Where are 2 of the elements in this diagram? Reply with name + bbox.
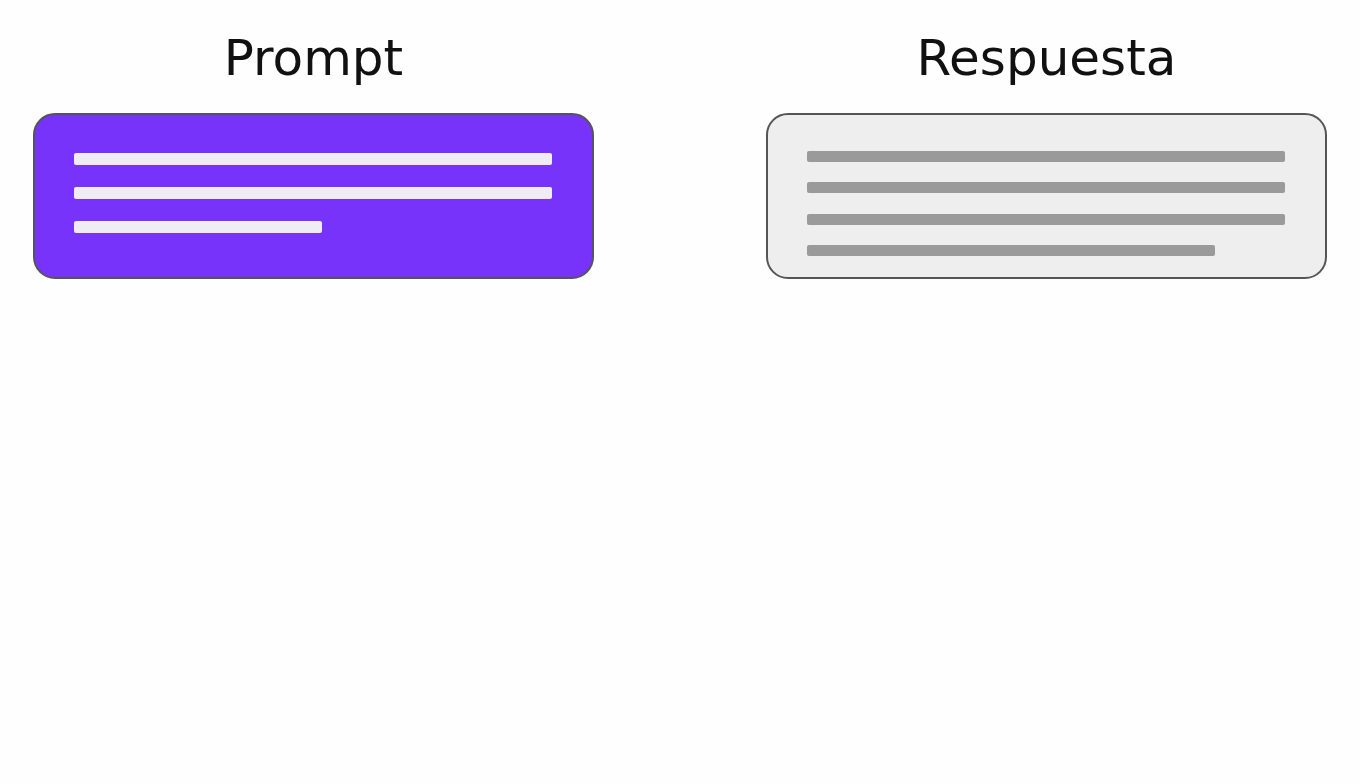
heading-text: Prompt: [222, 28, 405, 88]
heading-text: Respuesta: [915, 28, 1178, 88]
